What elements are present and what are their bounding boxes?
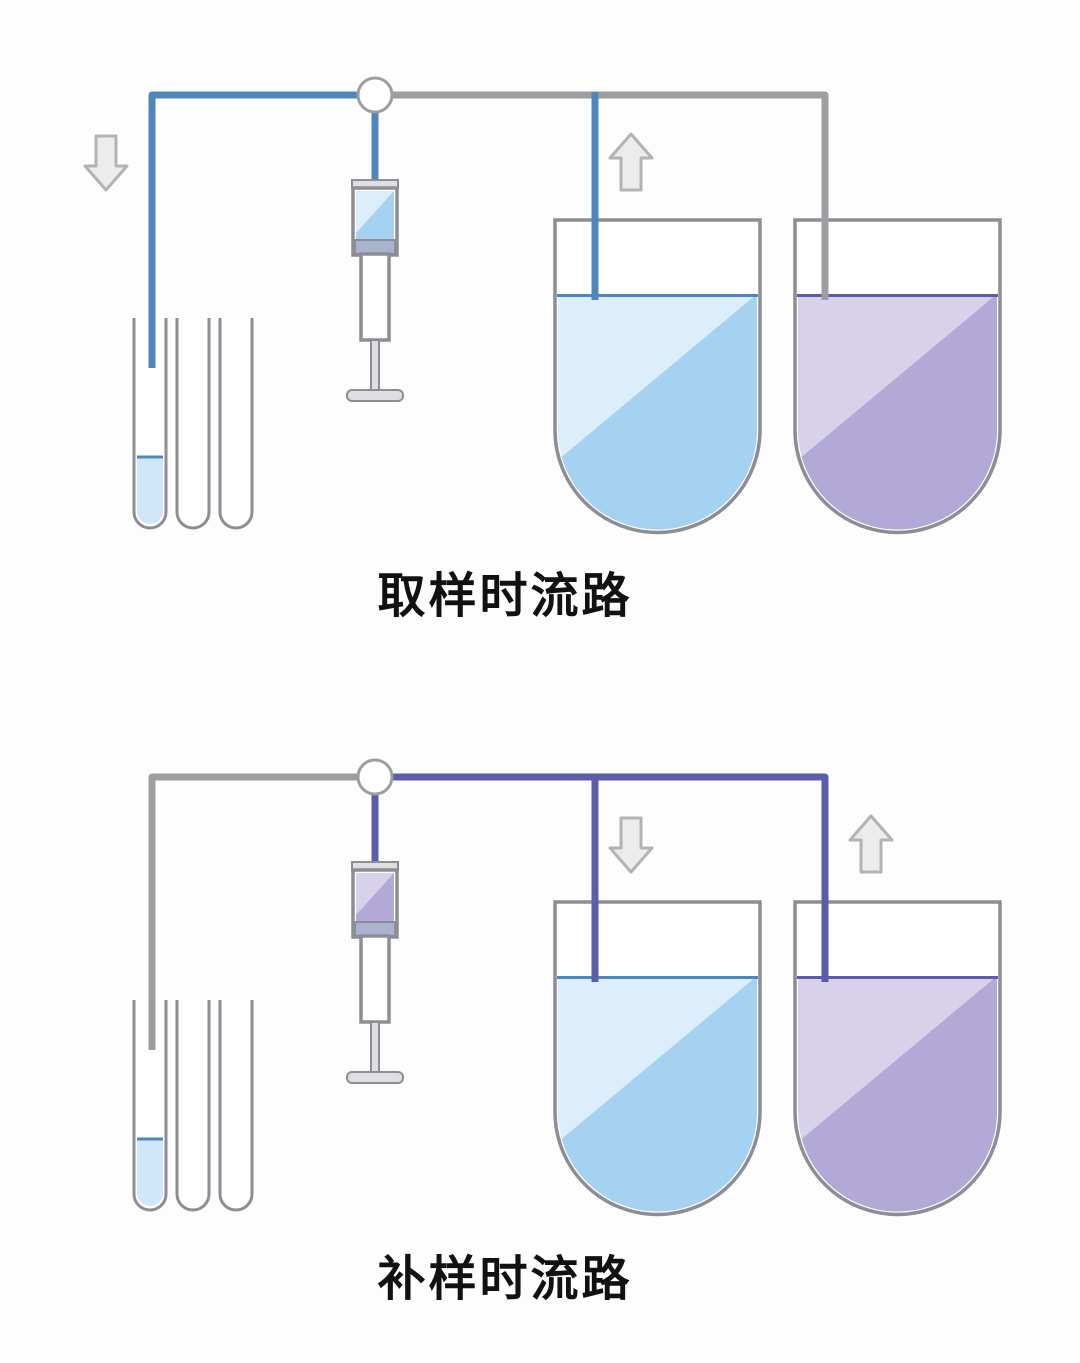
sample-beaker-2-liquid — [558, 976, 757, 1212]
syringe-2-plunger-rod — [370, 1021, 380, 1073]
test-tube-1-liquid — [137, 456, 163, 524]
syringe-2-liquid-highlight — [356, 873, 394, 915]
flow-up-arrow-2-icon — [848, 814, 894, 874]
test-tube-2 — [175, 318, 211, 530]
sample-beaker-2-liquid-shade — [558, 976, 757, 1212]
test-tube-rack — [132, 318, 254, 530]
pipe-testtube-to-valve — [148, 91, 375, 368]
syringe-2-lower-barrel — [359, 934, 391, 1024]
syringe-2-plunger-seal — [354, 921, 396, 937]
syringe-plunger-rod — [370, 339, 380, 391]
syringe-plunger-seal — [354, 239, 396, 255]
sample-beaker — [553, 218, 762, 535]
test-tube-3 — [218, 318, 254, 530]
syringe-liquid-highlight — [356, 191, 394, 233]
reagent-beaker-2-liquid-shade — [798, 976, 997, 1212]
test-tube-rack-2 — [132, 1000, 254, 1212]
flow-down-arrow-2-icon — [608, 816, 654, 874]
pipe-valve-to-reagent-beaker — [375, 91, 829, 300]
pipe-testtube-to-valve-2 — [148, 773, 375, 1050]
valve-junction-2 — [356, 758, 394, 796]
syringe-pump-2 — [346, 861, 404, 1084]
syringe-2-thumb-rest — [346, 1071, 404, 1084]
reagent-beaker-liquid-shade — [798, 294, 997, 530]
reagent-beaker-2-liquid — [798, 976, 997, 1212]
sample-beaker-liquid — [558, 294, 757, 530]
sampling-caption: 取样时流路 — [377, 570, 632, 623]
valve-junction — [356, 76, 394, 114]
flow-up-arrow-icon — [608, 132, 654, 192]
syringe-pump — [346, 179, 404, 402]
test-tube-2-2 — [175, 1000, 211, 1212]
sample-beaker-liquid-shade — [558, 294, 757, 530]
syringe-lower-barrel — [359, 252, 391, 342]
replenish-panel: 补样时流路 — [132, 758, 1002, 1306]
reagent-beaker — [793, 218, 1002, 535]
pipe-valve-to-reagent-beaker-2 — [375, 773, 829, 982]
reagent-beaker-2 — [793, 900, 1002, 1217]
test-tube-2-3 — [218, 1000, 254, 1212]
reagent-beaker-liquid — [798, 294, 997, 530]
sample-beaker-2 — [553, 900, 762, 1217]
test-tube-2-1-liquid — [137, 1138, 163, 1206]
replenish-caption: 补样时流路 — [377, 1253, 632, 1306]
syringe-thumb-rest — [346, 389, 404, 402]
flow-down-arrow-icon — [83, 134, 129, 192]
sampling-panel: 取样时流路 — [83, 76, 1002, 623]
